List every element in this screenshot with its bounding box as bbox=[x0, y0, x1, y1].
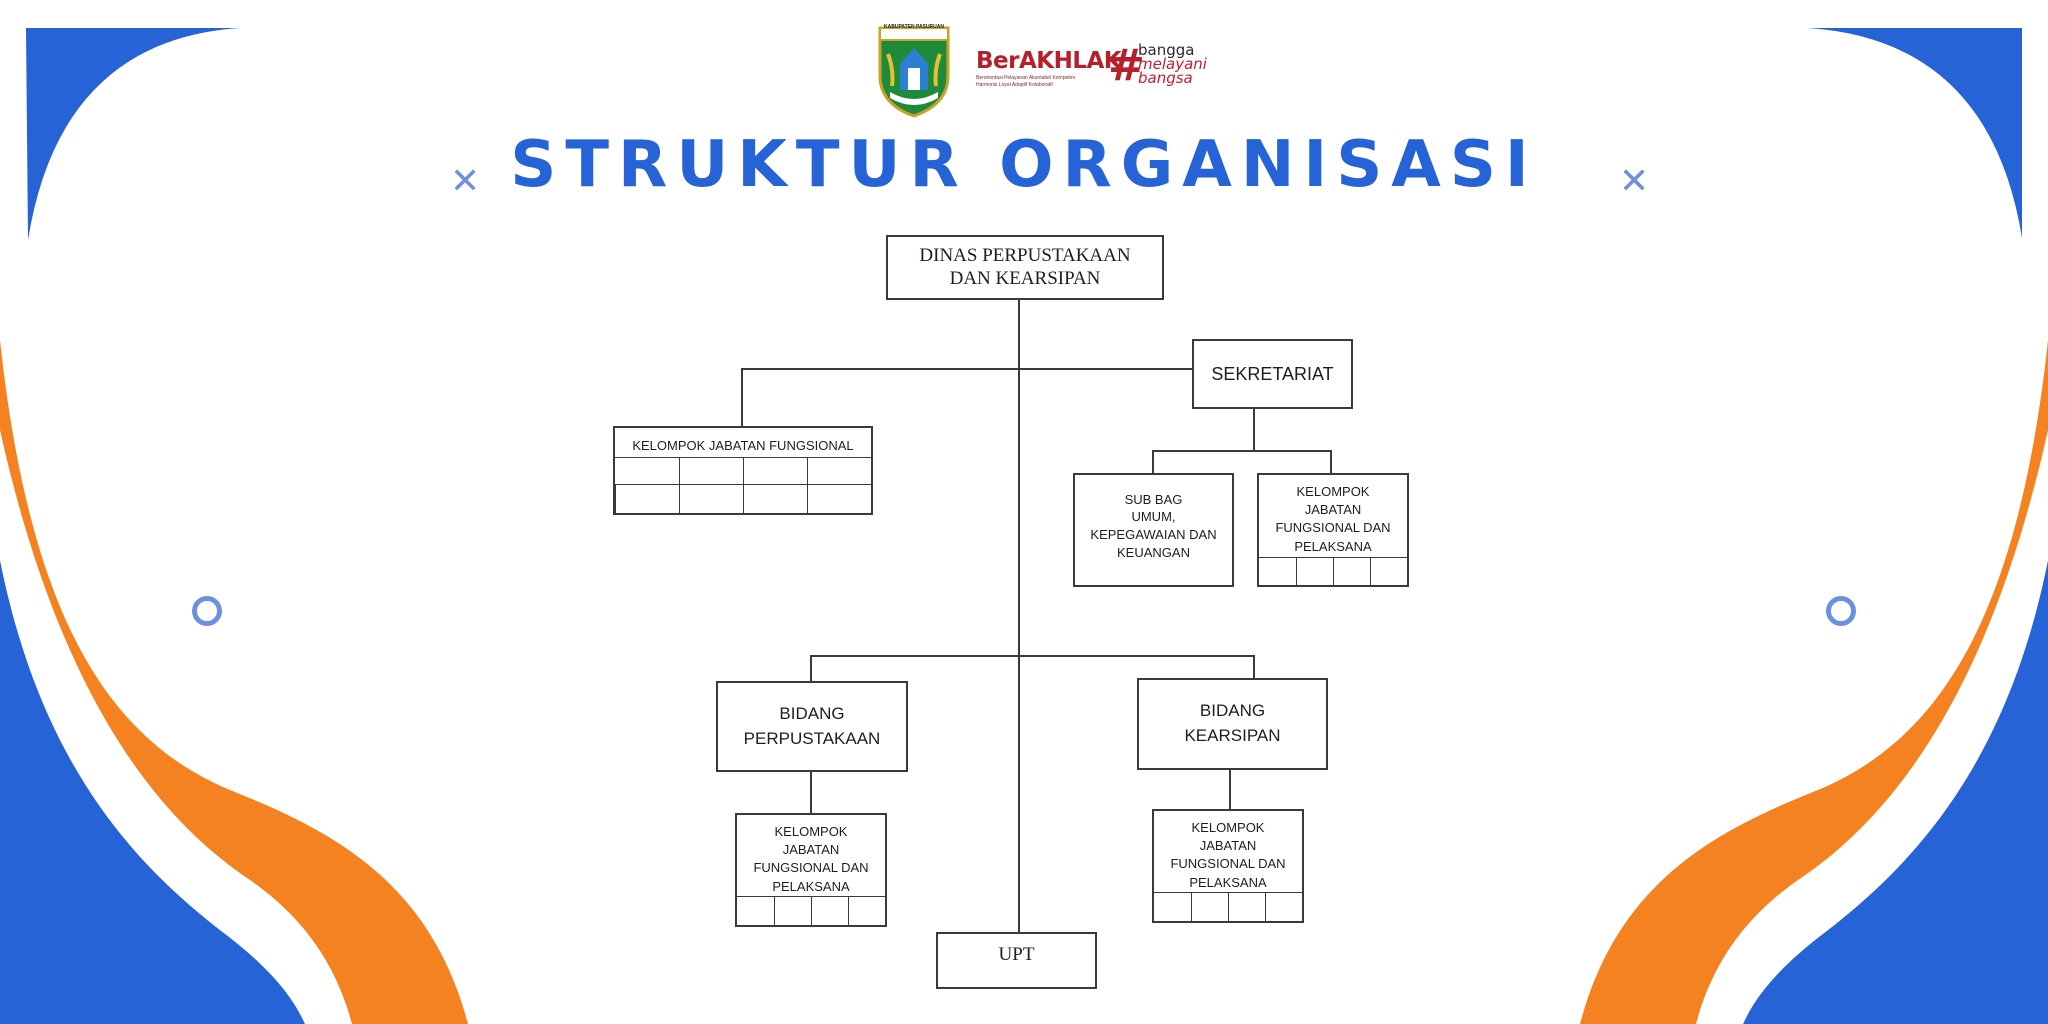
circle-icon bbox=[1826, 596, 1856, 626]
x-mark-icon: ✕ bbox=[1619, 161, 1650, 202]
org-node-subbag: SUB BAG UMUM, KEPEGAWAIAN DAN KEUANGAN bbox=[1073, 473, 1234, 587]
connector-bidang-kearsipan bbox=[1253, 655, 1255, 679]
org-node-kjf-sekretariat-label: KELOMPOK JABATAN FUNGSIONAL DAN PELAKSAN… bbox=[1275, 484, 1391, 554]
org-node-kjf-perpustakaan: KELOMPOK JABATAN FUNGSIONAL DAN PELAKSAN… bbox=[735, 813, 887, 927]
top-right-blue-shape bbox=[1808, 28, 2022, 238]
left-blue-wave bbox=[0, 560, 305, 1024]
org-node-sekretariat: SEKRETARIAT bbox=[1192, 339, 1353, 409]
circle-icon bbox=[192, 596, 222, 626]
tagline-1: bangga bbox=[1138, 41, 1195, 59]
connector-top-horizontal bbox=[741, 368, 1193, 370]
connector-main-vertical bbox=[1018, 300, 1020, 932]
org-node-bidang-perpustakaan-label: BIDANG PERPUSTAKAAN bbox=[743, 703, 881, 748]
kjf-sek-table bbox=[1259, 557, 1407, 585]
hashtag-icon: # bbox=[1108, 40, 1145, 91]
org-node-upt-label: UPT bbox=[998, 944, 1035, 965]
org-node-kjf-kearsipan-label: KELOMPOK JABATAN FUNGSIONAL DAN PELAKSAN… bbox=[1170, 820, 1286, 890]
page-title: STRUKTUR ORGANISASI bbox=[510, 128, 1538, 202]
kjf-kearsipan-table bbox=[1154, 892, 1302, 921]
org-node-bidang-perpustakaan: BIDANG PERPUSTAKAAN bbox=[716, 681, 908, 772]
kjf-top-table bbox=[615, 457, 871, 514]
org-node-subbag-label: SUB BAG UMUM, KEPEGAWAIAN DAN KEUANGAN bbox=[1090, 491, 1217, 560]
org-node-dinas-label: DINAS PERPUSTAKAAN DAN KEARSIPAN bbox=[919, 244, 1131, 289]
x-mark-icon: ✕ bbox=[450, 161, 481, 202]
connector-kjf-sek bbox=[1330, 450, 1332, 473]
org-node-kjf-kearsipan: KELOMPOK JABATAN FUNGSIONAL DAN PELAKSAN… bbox=[1152, 809, 1304, 923]
right-blue-wave bbox=[1743, 560, 2048, 1024]
org-node-kjf-top-label: KELOMPOK JABATAN FUNGSIONAL bbox=[632, 438, 854, 453]
brand-sub-1: Berorientasi Pelayanan Akuntabel Kompete… bbox=[976, 75, 1076, 81]
org-node-sekretariat-label: SEKRETARIAT bbox=[1211, 363, 1334, 384]
emblem-logo bbox=[878, 26, 950, 118]
connector-bidang-horizontal bbox=[810, 655, 1255, 657]
right-orange-wave bbox=[1580, 340, 2048, 1024]
org-node-kjf-perpustakaan-label: KELOMPOK JABATAN FUNGSIONAL DAN PELAKSAN… bbox=[753, 824, 869, 894]
berakhlak-logo: BerAKHLAK Berorientasi Pelayanan Akuntab… bbox=[976, 40, 1226, 92]
connector-sek-horizontal bbox=[1152, 450, 1332, 452]
org-node-bidang-kearsipan-label: BIDANG KEARSIPAN bbox=[1184, 701, 1281, 745]
emblem-text: KABUPATEN PASURUAN bbox=[884, 24, 944, 30]
brand-name: BerAKHLAK bbox=[976, 48, 1122, 74]
kjf-perpus-table bbox=[737, 896, 885, 925]
tagline-3: bangsa bbox=[1138, 69, 1193, 87]
tagline-2: melayani bbox=[1138, 55, 1207, 73]
connector-sek-down bbox=[1253, 409, 1255, 451]
connector-kjf-perpus bbox=[810, 771, 812, 813]
connector-kjf-kearsipan bbox=[1229, 769, 1231, 809]
org-node-kjf-top: KELOMPOK JABATAN FUNGSIONAL bbox=[613, 426, 873, 515]
connector-kjf-top bbox=[741, 368, 743, 426]
org-node-bidang-kearsipan: BIDANG KEARSIPAN bbox=[1137, 678, 1328, 770]
org-node-dinas: DINAS PERPUSTAKAAN DAN KEARSIPAN bbox=[886, 235, 1164, 300]
connector-bidang-perpus bbox=[810, 655, 812, 682]
left-orange-wave bbox=[0, 340, 468, 1024]
right-white-band bbox=[1696, 430, 2048, 1024]
org-node-upt: UPT bbox=[936, 932, 1097, 989]
left-white-band bbox=[0, 430, 352, 1024]
org-node-kjf-sekretariat: KELOMPOK JABATAN FUNGSIONAL DAN PELAKSAN… bbox=[1257, 473, 1409, 587]
brand-sub-2: Harmonis Loyal Adaptif Kolaboratif bbox=[976, 82, 1053, 88]
top-left-blue-shape bbox=[26, 28, 240, 240]
connector-subbag bbox=[1152, 450, 1154, 473]
